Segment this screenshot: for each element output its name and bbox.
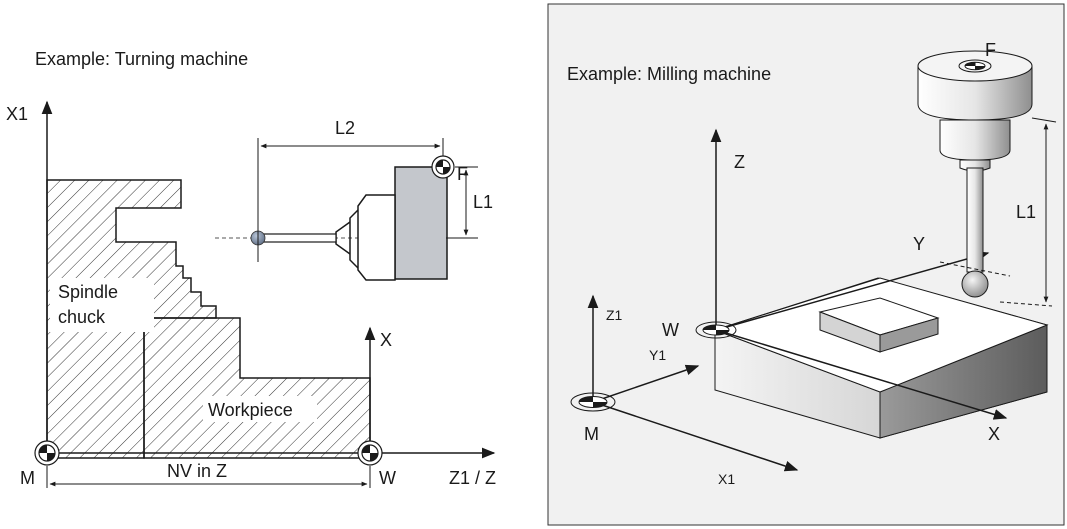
axis-x1-label: X1 — [6, 104, 28, 124]
milling-l1-ext-top — [1031, 117, 1057, 123]
workpiece-zero-w-symbol — [357, 440, 383, 466]
milling-workpiece-block — [713, 277, 1049, 439]
nv-label-bg — [160, 460, 246, 482]
milling-axis-x1-line — [592, 401, 799, 472]
chuck-label-line2: chuck — [58, 307, 106, 327]
turning-title: Example: Turning machine — [35, 49, 248, 69]
milling-axis-y-label: Y — [913, 234, 925, 254]
point-f-label: F — [457, 164, 468, 184]
workpiece-label: Workpiece — [208, 400, 293, 420]
workpiece-label-bg — [203, 396, 317, 422]
milling-axis-x1-label: X1 — [718, 471, 735, 487]
dim-l2-label: L2 — [335, 118, 355, 138]
milling-machine-zero-m-symbol — [570, 392, 616, 412]
axis-x-label: X — [380, 330, 392, 350]
nv-label: NV in Z — [167, 461, 227, 481]
milling-axis-x-line — [715, 329, 1008, 420]
milling-point-f-label: F — [985, 40, 996, 60]
milling-axis-y-line — [715, 251, 990, 331]
milling-l1-ext-bottom — [999, 301, 1053, 307]
point-m-label: M — [20, 468, 35, 488]
chuck-label-line1: Spindle — [58, 282, 118, 302]
machine-zero-m-symbol — [34, 440, 60, 466]
point-w-label: W — [379, 468, 396, 488]
turning-tool — [250, 166, 448, 281]
probe-center-line — [939, 261, 1011, 277]
milling-workpiece-zero-w-symbol — [695, 321, 737, 339]
milling-axis-x-label: X — [988, 424, 1000, 444]
milling-diagram: Example: Milling machine Z Y X — [547, 3, 1065, 526]
milling-title: Example: Milling machine — [567, 64, 771, 84]
milling-point-w-label: W — [662, 320, 679, 340]
tool-reference-f-symbol — [431, 155, 455, 179]
turning-diagram: Example: Turning machine X1 Spindle chuc… — [6, 49, 496, 488]
axis-z-label: Z1 / Z — [449, 468, 496, 488]
dim-l1-label: L1 — [473, 192, 493, 212]
milling-axis-y1-label: Y1 — [649, 347, 666, 363]
chuck-label-bg — [50, 278, 154, 332]
milling-dim-l1-label: L1 — [1016, 202, 1036, 222]
milling-axis-z1-label: Z1 — [606, 307, 623, 323]
workpiece-shape — [143, 317, 371, 459]
milling-axis-z-label: Z — [734, 152, 745, 172]
milling-point-m-label: M — [584, 424, 599, 444]
